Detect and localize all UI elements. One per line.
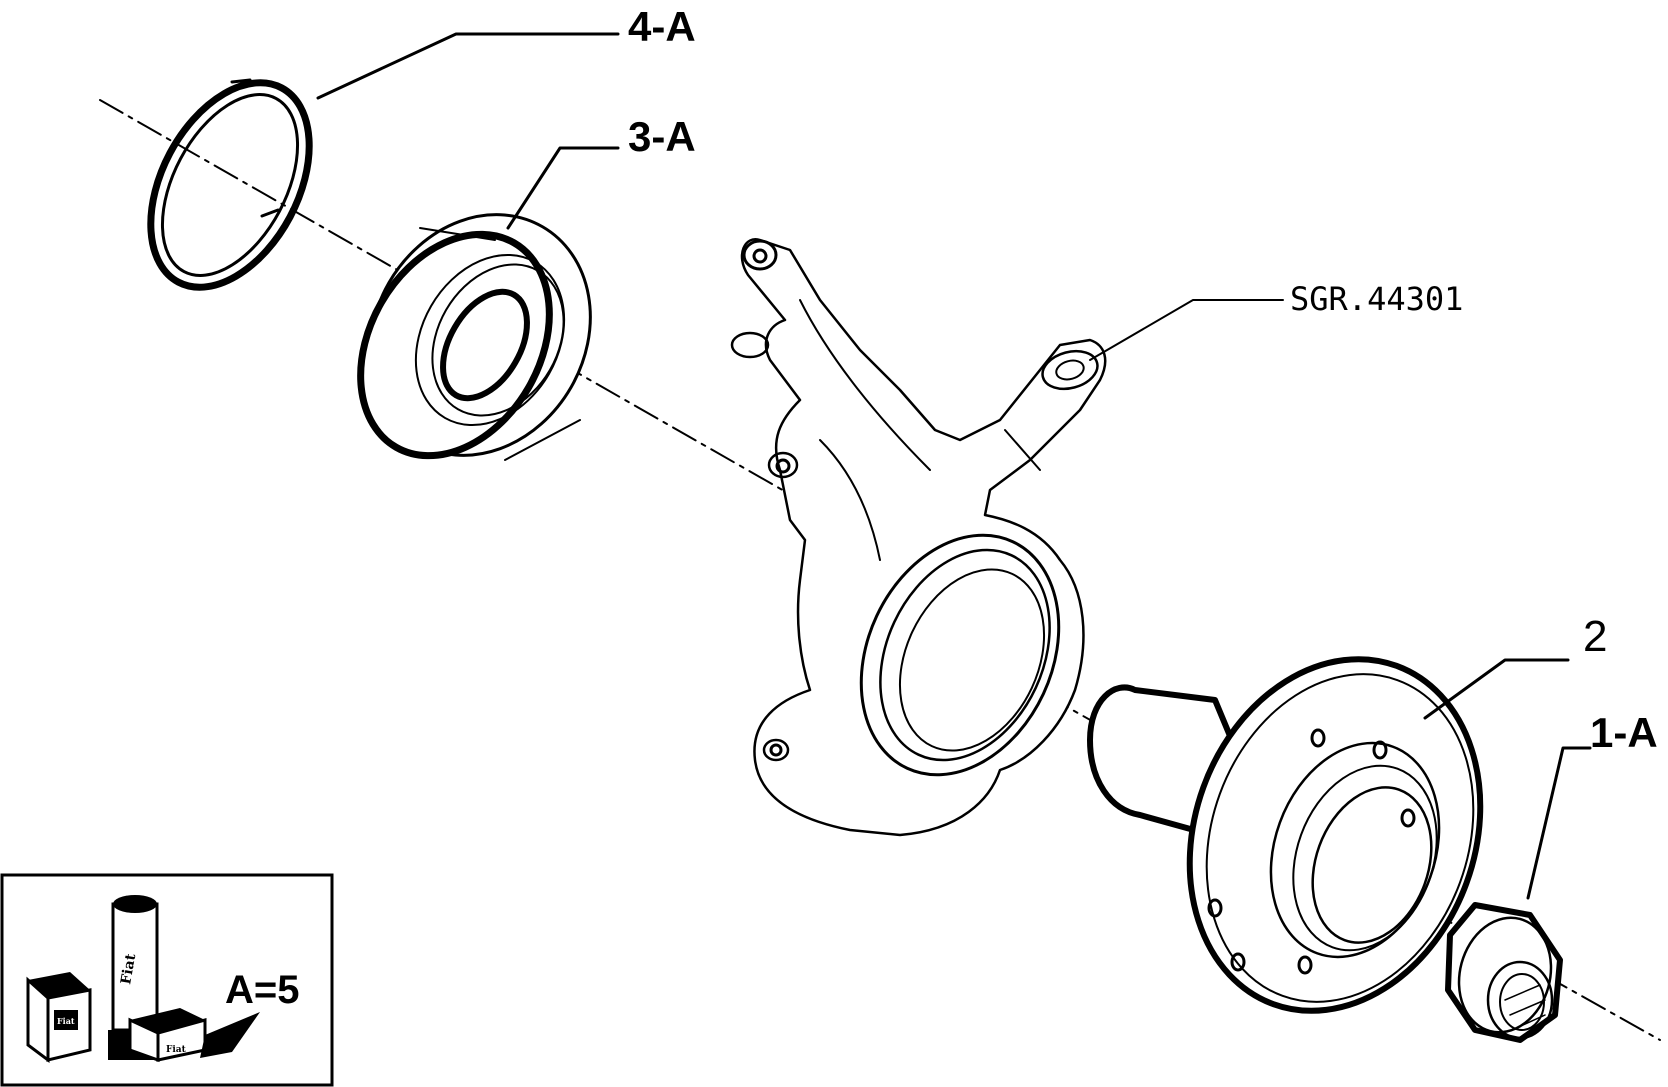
bearing-part bbox=[357, 213, 592, 461]
left-box-brand: Fiat bbox=[57, 1016, 75, 1026]
leader-4a bbox=[316, 32, 620, 100]
circlip-ring-part bbox=[147, 78, 313, 291]
leader-2 bbox=[1423, 658, 1570, 720]
hub-nut-part bbox=[1445, 902, 1563, 1043]
steering-knuckle-part bbox=[730, 238, 1107, 837]
can-brand-text: Fiat bbox=[118, 952, 139, 986]
right-box-brand: Fiat bbox=[166, 1045, 187, 1055]
callout-4a: 4-A bbox=[628, 3, 696, 50]
reference-code: SGR.44301 bbox=[1290, 280, 1464, 318]
oil-box-right-icon: Fiat bbox=[128, 1008, 260, 1063]
oil-box-left-icon: Fiat bbox=[26, 972, 92, 1063]
callout-1a: 1-A bbox=[1590, 709, 1658, 756]
wheel-hub-part bbox=[1087, 656, 1484, 1014]
callout-3a: 3-A bbox=[628, 113, 696, 160]
leader-3a bbox=[506, 146, 620, 230]
leader-1a bbox=[1526, 746, 1592, 900]
callout-2: 2 bbox=[1583, 612, 1608, 661]
leader-sgr bbox=[1089, 299, 1284, 361]
legend-box: Fiat Fiat Fiat bbox=[0, 873, 334, 1087]
legend-quantity-label: A=5 bbox=[225, 968, 300, 1012]
